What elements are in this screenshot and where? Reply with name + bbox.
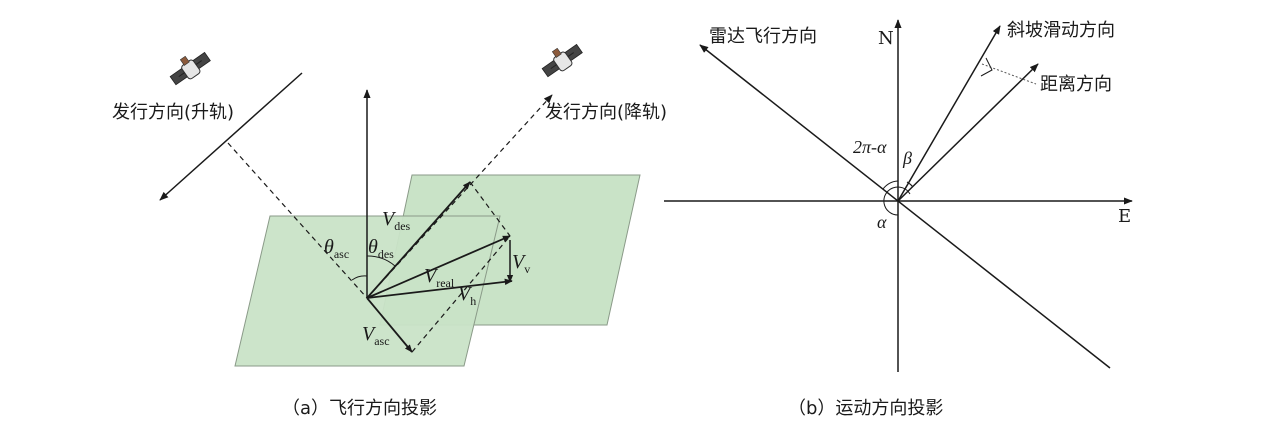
- v-real-arrow: [366, 235, 511, 299]
- alpha-arc: [883, 186, 911, 216]
- label-alpha: α: [877, 212, 887, 232]
- satellite-des-icon: [541, 43, 583, 78]
- v-asc-arrow: [366, 297, 413, 353]
- label-theta-asc: θasc: [324, 236, 349, 261]
- radar-flight-line: [699, 44, 1111, 369]
- panel-b: 雷达飞行方向 N 斜坡滑动方向 距离方向 E 2π-α β α （b）运动方向投…: [664, 19, 1133, 419]
- label-range-direction: 距离方向: [1040, 74, 1112, 95]
- label-asc-direction: 发行方向(升轨): [112, 102, 234, 123]
- label-theta-des: θdes: [368, 236, 394, 261]
- right-angle-mark: [980, 57, 993, 77]
- label-v-v: Vv: [512, 251, 530, 276]
- label-v-real: Vreal: [424, 265, 455, 290]
- label-two-pi-alpha: 2π-α: [853, 137, 887, 157]
- label-radar-direction: 雷达飞行方向: [709, 26, 817, 47]
- satellite-asc-icon: [169, 51, 211, 86]
- label-v-asc: Vasc: [362, 323, 390, 348]
- theta-asc-arc: [351, 275, 368, 281]
- asc-dashed-line: [227, 142, 368, 299]
- two-pi-alpha-arc: [882, 180, 899, 190]
- caption-a: （a）飞行方向投影: [282, 398, 437, 419]
- label-beta: β: [902, 148, 912, 168]
- range-direction-arrow: [897, 63, 1039, 202]
- label-north: N: [878, 28, 894, 49]
- label-east: E: [1118, 206, 1131, 227]
- slope-direction-arrow: [897, 25, 1001, 202]
- beta-arc: [906, 181, 914, 188]
- label-slope-direction: 斜坡滑动方向: [1007, 20, 1115, 41]
- label-v-h: Vh: [458, 283, 476, 308]
- dashed-asc-to-real: [411, 235, 511, 353]
- v-h-arrow: [366, 278, 513, 299]
- label-v-des: Vdes: [382, 208, 411, 233]
- asc-track-line: [159, 72, 303, 201]
- caption-b: （b）运动方向投影: [788, 398, 943, 419]
- panel-a: 发行方向(升轨) 发行方向(降轨) θasc θdes Vdes Vreal V…: [112, 43, 667, 419]
- dashed-des-to-real: [469, 181, 511, 237]
- theta-des-arc: [366, 255, 396, 267]
- label-des-direction: 发行方向(降轨): [545, 102, 667, 123]
- v-des-arrow: [366, 181, 471, 299]
